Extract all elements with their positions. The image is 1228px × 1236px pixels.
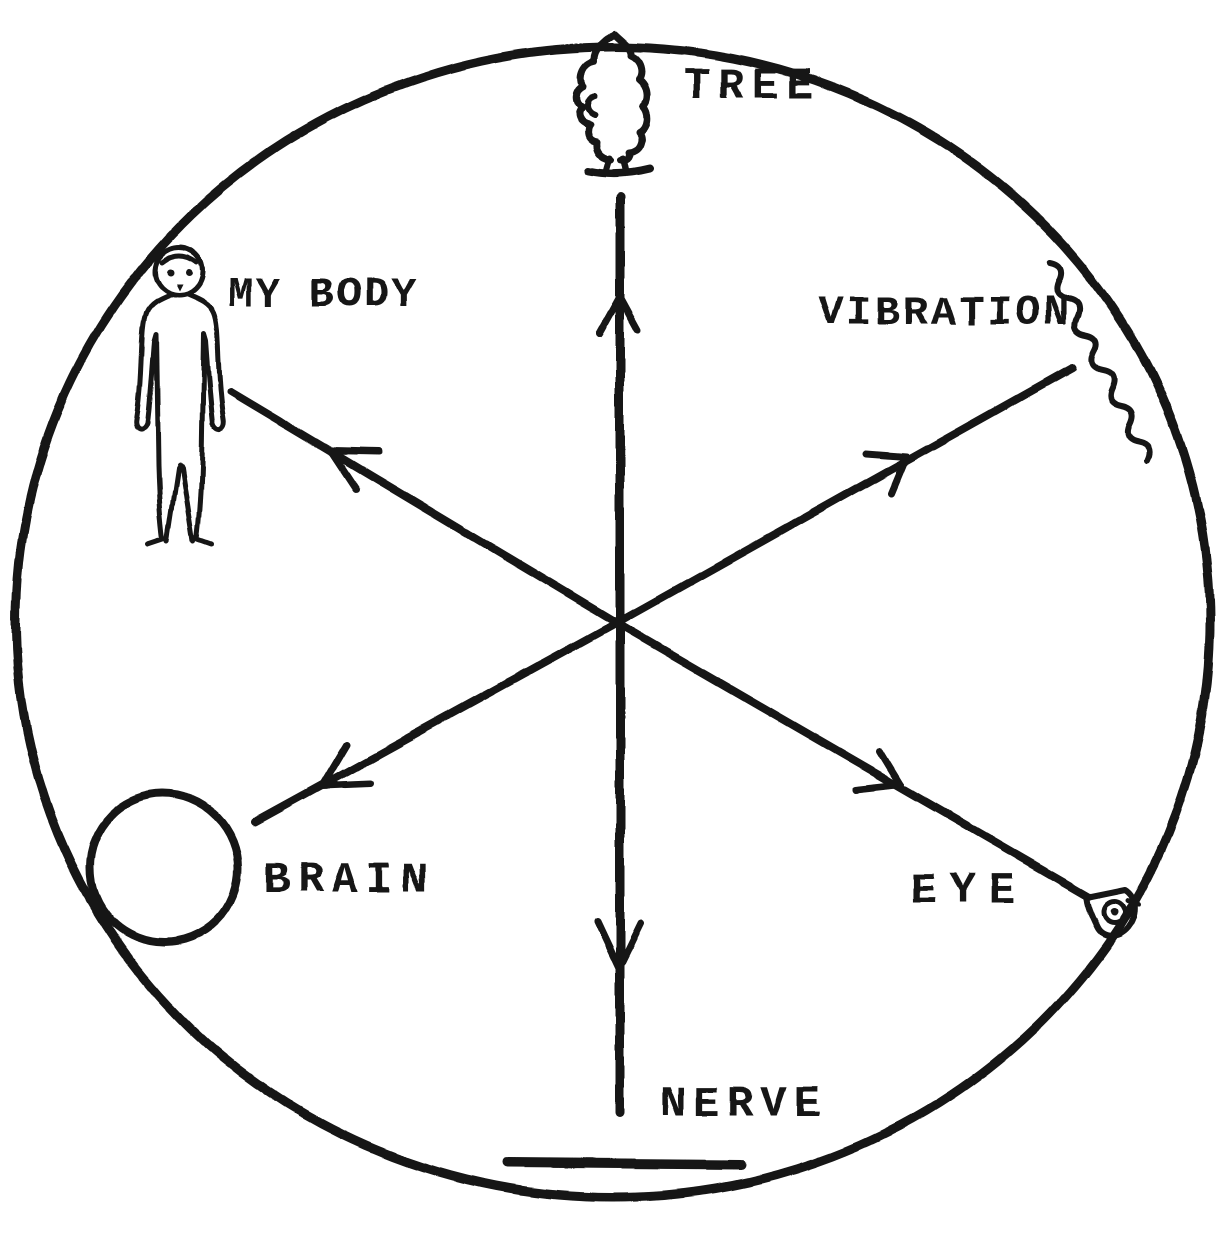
tree-inner-mark (583, 93, 597, 119)
label-tree: TREE (683, 62, 821, 112)
label-vibration: VIBRATION (818, 289, 1072, 337)
arrowhead-lower-left-icon (318, 740, 374, 790)
ray-to-brain (251, 619, 621, 826)
figure-nose (176, 284, 183, 291)
tree-crown (572, 30, 651, 164)
label-my-body: MY BODY (228, 271, 418, 319)
eye-corner-tick (1125, 897, 1142, 907)
figure-left-arm-torso (133, 291, 175, 469)
label-eye: EYE (910, 866, 1028, 916)
tree-icon (572, 30, 654, 178)
tree-base (585, 165, 654, 178)
figure-head (152, 244, 206, 298)
diagonal-line-lower-left (251, 619, 621, 826)
wavy-line-icon (1047, 260, 1154, 463)
eye-icon (1083, 886, 1142, 940)
horizontal-line-icon (504, 1158, 746, 1170)
arrowhead-down-icon (593, 917, 645, 972)
figure-right-arm-torso (185, 291, 227, 469)
figure-left-leg (145, 463, 181, 547)
ray-to-vibration (613, 364, 1076, 627)
arrowhead-upper-right-icon (862, 450, 910, 497)
figure-right-leg (179, 463, 214, 547)
eye-pupil (1110, 908, 1118, 916)
ray-to-my-body (227, 388, 621, 627)
figure-crotch (175, 462, 185, 471)
diagonal-line-upper-left (227, 388, 621, 627)
figure-left-eye (166, 268, 174, 276)
axis-tree-nerve (593, 192, 645, 1118)
boundary-circle (11, 42, 1215, 1202)
eye-iris (1100, 898, 1128, 926)
arrowhead-up-icon (595, 292, 642, 338)
diagonal-line-upper-right (613, 364, 1076, 627)
arrowhead-upper-left-icon (327, 447, 383, 493)
human-figure-icon (133, 244, 227, 547)
label-nerve: NERVE (660, 1080, 827, 1130)
label-brain: BRAIN (263, 856, 435, 906)
circle-icon (86, 790, 242, 946)
figure-right-eye (185, 268, 193, 276)
figure-hair (159, 253, 200, 265)
arrowhead-lower-right-icon (851, 747, 905, 793)
diagonal-line-lower-right (613, 619, 1092, 900)
ray-to-eye (613, 619, 1092, 900)
